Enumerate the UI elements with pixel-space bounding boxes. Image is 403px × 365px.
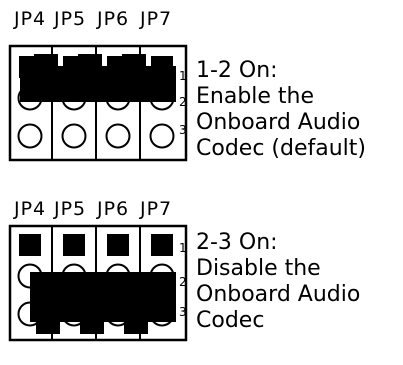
pin-number-2: 2 [179, 95, 187, 109]
setting-title: 2-3 On: [196, 230, 278, 255]
pin-3-round [17, 123, 43, 149]
pin-1-square [107, 234, 129, 256]
pin-1-square [19, 234, 41, 256]
pin-number-1: 1 [179, 241, 187, 255]
jumper-diagram-2-3-on: JP4 JP5 JP6 JP7 1 2 3 2-3 On: Disable th… [0, 190, 403, 365]
description-line: Codec [196, 308, 265, 333]
jumper-cap-1-2 [20, 54, 176, 102]
setting-description-2: 2-3 On: Disable the Onboard Audio Codec [196, 230, 360, 334]
jumper-label-jp5: JP5 [54, 8, 87, 30]
jumper-label-jp6: JP6 [97, 8, 130, 30]
jumper-frame [8, 224, 188, 342]
pin-number-3: 3 [179, 123, 187, 137]
pin-1-square [63, 234, 85, 256]
jumper-label-jp5: JP5 [54, 198, 87, 220]
jumper-label-jp4: JP4 [14, 8, 47, 30]
pin-3-round [61, 123, 87, 149]
jumper-label-jp6: JP6 [97, 198, 130, 220]
description-line: Codec (default) [196, 136, 366, 161]
jumper-cap-2-3 [30, 272, 176, 334]
jumper-label-jp4: JP4 [14, 198, 47, 220]
description-line: Enable the [196, 84, 315, 109]
description-line: Disable the [196, 256, 321, 281]
jumper-block-1 [8, 44, 188, 162]
jumper-label-jp7: JP7 [140, 198, 173, 220]
pin-3-round [105, 123, 131, 149]
pin-3-round [149, 123, 175, 149]
pin-number-2: 2 [179, 275, 187, 289]
jumper-block-2 [8, 224, 188, 342]
jumper-diagram-1-2-on: JP4 JP5 JP6 JP7 1 2 3 1-2 On: Enable the… [0, 0, 403, 175]
description-line: Onboard Audio [196, 282, 361, 307]
setting-description-1: 1-2 On: Enable the Onboard Audio Codec (… [196, 58, 366, 162]
jumper-frame [8, 44, 188, 162]
setting-title: 1-2 On: [196, 58, 278, 83]
description-line: Onboard Audio [196, 110, 361, 135]
pin-number-1: 1 [179, 69, 187, 83]
jumper-label-jp7: JP7 [140, 8, 173, 30]
pin-number-3: 3 [179, 305, 187, 319]
pin-1-square [151, 234, 173, 256]
